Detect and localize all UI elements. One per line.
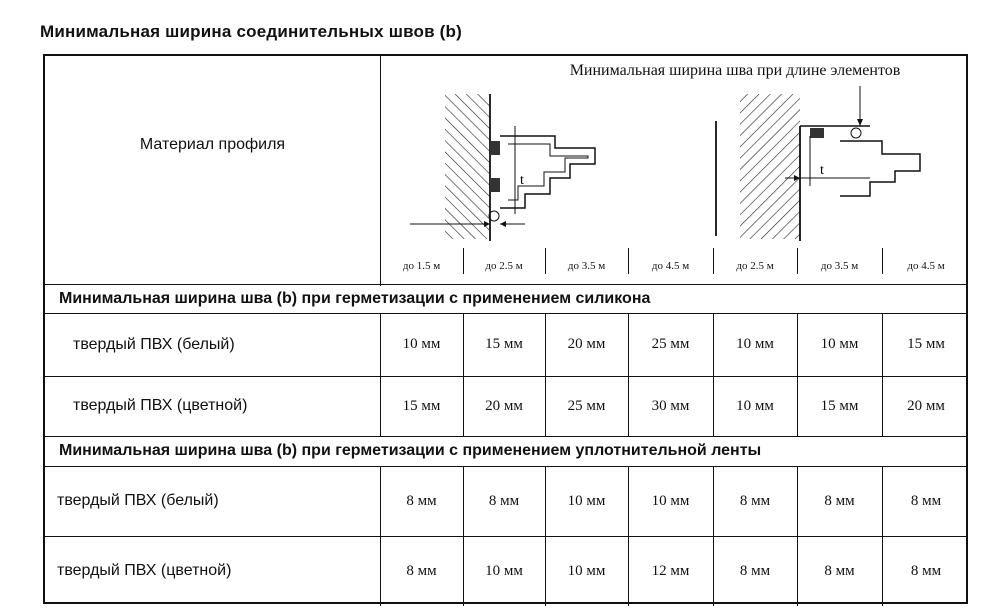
width-value-cell: 20 мм <box>567 336 606 352</box>
width-value-cell: 8 мм <box>910 562 942 579</box>
length-header: до 2.5 м <box>485 260 523 272</box>
material-cell: твердый ПВХ (цветной) <box>57 562 232 579</box>
column-divider <box>713 313 714 376</box>
section-title: Минимальная ширина шва (b) при герметиза… <box>59 442 762 459</box>
joint-width-table: Материал профиля Минимальная ширина шва … <box>43 54 968 606</box>
material-cell: твердый ПВХ (белый) <box>57 492 219 509</box>
width-value-cell: 10 мм <box>485 562 523 579</box>
width-value-cell: 10 мм <box>736 336 774 352</box>
length-divider <box>628 248 629 274</box>
material-cell: твердый ПВХ (белый) <box>73 335 235 353</box>
column-divider <box>882 536 883 606</box>
width-value-cell: 15 мм <box>402 397 441 414</box>
width-value-cell: 25 мм <box>651 336 690 352</box>
column-divider <box>882 313 883 376</box>
column-divider <box>628 466 629 536</box>
section-title: Минимальная ширина шва (b) при герметиза… <box>59 290 651 307</box>
width-value-cell: 20 мм <box>485 397 523 414</box>
length-divider <box>713 248 714 274</box>
length-divider <box>882 248 883 274</box>
column-divider <box>797 466 798 536</box>
table-title: Минимальная ширина соединительных швов (… <box>40 22 462 41</box>
section2-top <box>45 436 966 437</box>
column-divider <box>628 536 629 606</box>
section1-top <box>45 284 966 285</box>
width-value-cell: 10 мм <box>567 562 606 579</box>
material-header: Материал профиля <box>139 136 286 153</box>
length-divider <box>463 248 464 274</box>
width-value-cell: 20 мм <box>907 397 945 414</box>
column-divider <box>797 313 798 376</box>
length-header: до 2.5 м <box>736 260 774 272</box>
row-divider-2 <box>45 536 966 537</box>
column-divider <box>545 536 546 606</box>
column-divider <box>713 376 714 436</box>
width-value-cell: 10 мм <box>820 336 859 352</box>
width-value-cell: 10 мм <box>402 336 441 352</box>
column-divider <box>797 376 798 436</box>
length-header: до 4.5 м <box>907 260 945 272</box>
column-divider <box>463 466 464 536</box>
material-divider-s1 <box>380 313 381 436</box>
column-divider <box>797 536 798 606</box>
width-header: Минимальная ширина шва при длине элемент… <box>569 62 901 79</box>
column-divider <box>463 376 464 436</box>
width-value-cell: 8 мм <box>488 492 520 509</box>
length-divider <box>545 248 546 274</box>
right-dim-label: t <box>820 163 824 178</box>
length-divider <box>797 248 798 274</box>
left-dim-label: t <box>520 173 524 188</box>
column-divider <box>882 466 883 536</box>
width-value-cell: 10 мм <box>567 492 606 509</box>
column-divider <box>713 466 714 536</box>
length-header: до 3.5 м <box>567 260 606 272</box>
column-divider <box>463 313 464 376</box>
width-value-cell: 30 мм <box>651 397 690 414</box>
width-value-cell: 8 мм <box>910 492 942 509</box>
width-value-cell: 15 мм <box>820 397 859 414</box>
width-value-cell: 15 мм <box>485 336 523 352</box>
width-value-cell: 8 мм <box>824 492 855 509</box>
width-value-cell: 8 мм <box>406 562 437 579</box>
column-divider <box>628 376 629 436</box>
width-value-cell: 10 мм <box>736 397 774 414</box>
column-divider <box>545 466 546 536</box>
width-value-cell: 10 мм <box>651 492 690 509</box>
length-header: до 4.5 м <box>651 260 690 272</box>
column-divider <box>545 313 546 376</box>
width-value-cell: 8 мм <box>739 492 771 509</box>
width-value-cell: 25 мм <box>567 397 606 414</box>
column-divider <box>628 313 629 376</box>
row-divider-1 <box>45 376 966 377</box>
length-header: до 1.5 м <box>402 260 441 272</box>
joint-diagram-left: t <box>410 94 596 241</box>
material-cell: твердый ПВХ (цветной) <box>73 397 248 414</box>
material-divider <box>380 56 381 286</box>
width-value-cell: 8 мм <box>739 562 771 579</box>
length-header: до 3.5 м <box>820 260 859 272</box>
width-value-cell: 12 мм <box>651 562 690 579</box>
column-divider <box>463 536 464 606</box>
section2-title-bottom <box>45 466 966 467</box>
joint-diagram-right: t <box>715 86 921 241</box>
column-divider <box>545 376 546 436</box>
section1-title-bottom <box>45 313 966 314</box>
width-value-cell: 8 мм <box>824 562 855 579</box>
column-divider <box>713 536 714 606</box>
width-value-cell: 8 мм <box>406 492 437 509</box>
width-value-cell: 15 мм <box>907 336 945 352</box>
column-divider <box>882 376 883 436</box>
